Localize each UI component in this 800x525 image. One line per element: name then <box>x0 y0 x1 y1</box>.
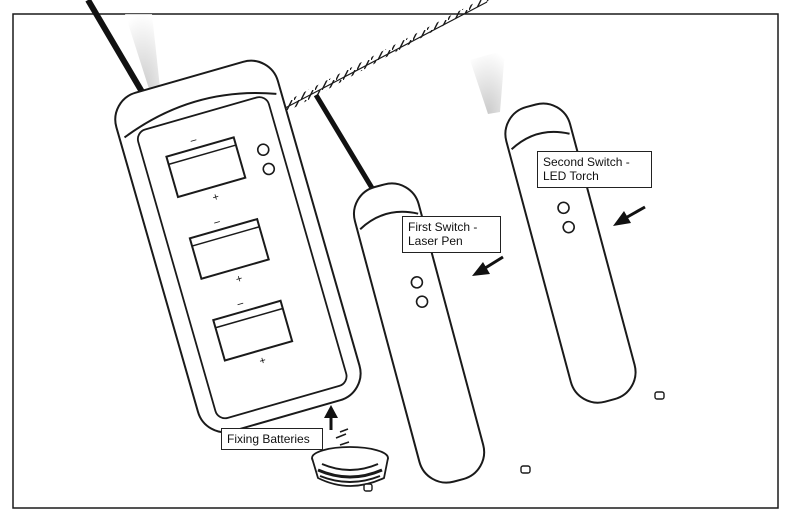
arrow-second-switch <box>613 205 646 226</box>
battery-3 <box>212 299 294 362</box>
switch-button-left-2 <box>262 162 276 176</box>
device-open-battery: − + − + − + <box>85 0 362 434</box>
polarity-minus-1: − <box>188 133 199 148</box>
polarity-plus-3: + <box>258 354 267 367</box>
second-switch-button-1 <box>557 201 570 215</box>
battery-1 <box>165 136 247 199</box>
light-beam-left <box>125 14 160 92</box>
callout-second-switch: Second Switch - LED Torch <box>537 151 652 188</box>
battery-cap <box>311 446 389 492</box>
callout-first-switch: First Switch - Laser Pen <box>402 216 501 253</box>
device-laser-pen <box>313 93 531 484</box>
polarity-plus-2: + <box>235 273 244 286</box>
light-beam-right <box>470 50 505 114</box>
spring-marks <box>335 428 350 446</box>
callout-fixing-batteries-line1: Fixing Batteries <box>227 432 310 446</box>
polarity-minus-3: − <box>235 296 246 311</box>
polarity-minus-2: − <box>212 215 223 230</box>
ceiling-hatch <box>247 0 490 131</box>
switch-button-left-1 <box>256 143 270 157</box>
callout-first-switch-line1: First Switch - <box>408 220 478 234</box>
arrow-fixing-batteries <box>324 405 338 430</box>
callout-second-switch-line1: Second Switch - <box>543 155 630 169</box>
frame-border <box>12 13 779 509</box>
callout-second-switch-line2: LED Torch <box>543 169 599 183</box>
polarity-plus-1: + <box>211 191 220 204</box>
lanyard-cord-middle <box>313 93 375 190</box>
callout-first-switch-line2: Laser Pen <box>408 234 463 248</box>
lanyard-cord-left <box>85 0 151 104</box>
callout-fixing-batteries: Fixing Batteries <box>221 428 323 450</box>
arrow-first-switch <box>472 255 504 276</box>
first-switch-button-2 <box>415 295 429 308</box>
battery-2 <box>188 217 270 280</box>
second-switch-button <box>562 220 575 234</box>
first-switch-button <box>410 276 424 289</box>
